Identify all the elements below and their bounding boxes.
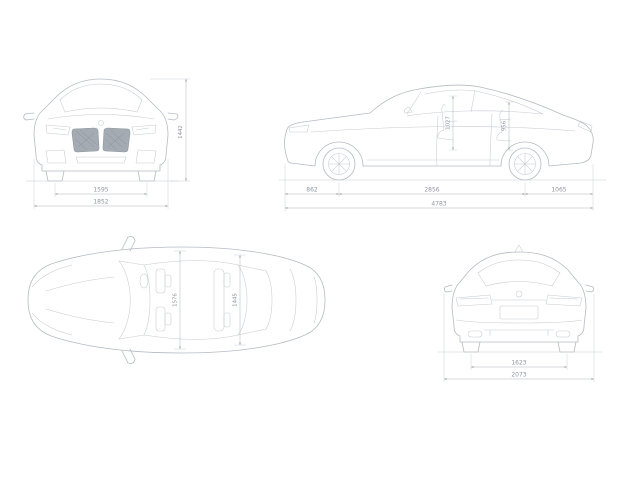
top-dimensions: 1576 1445 (173, 250, 246, 350)
overall-length-label: 4783 (431, 201, 446, 208)
rear-mirror-right (585, 284, 595, 293)
kidney-grille-right (102, 127, 131, 153)
windshield-base (118, 260, 131, 340)
license-plate (499, 305, 539, 320)
cabin-width-front-label: 1576 (173, 293, 179, 307)
car-top-details (31, 260, 318, 340)
front-intake-right (135, 149, 157, 164)
top-mirror-left (121, 236, 136, 252)
side-taillight (577, 120, 593, 133)
front-track-width-label: 1595 (93, 187, 108, 194)
bmw-roundel-icon (98, 120, 104, 126)
top-mirror-right (121, 348, 136, 364)
rear-track-width-label: 1623 (511, 360, 526, 367)
headlight-right (131, 124, 157, 136)
top-view: 1576 1445 (27, 236, 326, 364)
door-cut-rear (489, 113, 493, 166)
rear-window-edge (237, 264, 248, 336)
taillight-left (455, 294, 493, 307)
car-side-outline (278, 84, 607, 181)
rear-view: 1623 2073 (437, 244, 603, 382)
front-overhang-label: 862 (306, 187, 318, 194)
seat-rear-outline (496, 109, 512, 142)
car-rear-outline (437, 244, 603, 353)
car-front-details (45, 120, 157, 164)
car-side-details (288, 89, 593, 166)
exhaust-left (467, 330, 483, 338)
steering-wheel (139, 273, 149, 289)
wheelbase-label: 2856 (424, 187, 439, 194)
seat-rear-bench (213, 268, 225, 332)
cabin-width-rear-label: 1445 (233, 293, 239, 307)
rear-wheel-left (461, 341, 481, 353)
car-top-outline (27, 236, 326, 364)
rear-mirror-left (443, 284, 453, 293)
front-wheel-right (137, 170, 157, 182)
car-front-outline (23, 78, 179, 182)
side-view: 1027 956 862 2856 1065 4783 (278, 84, 607, 211)
headlight-left (45, 124, 71, 136)
front-dimensions: 1442 1595 1852 (33, 78, 190, 209)
front-mirror-right (167, 112, 179, 121)
seat-front-left (155, 268, 166, 294)
car-rear-details (455, 259, 583, 338)
taillight-right (545, 294, 583, 307)
front-wheel-left (45, 170, 65, 182)
side-mirror (404, 106, 413, 114)
front-lower-intake (75, 156, 127, 164)
front-intake-left (45, 149, 67, 164)
front-height-label: 1442 (178, 125, 184, 139)
kidney-grille-left (71, 127, 100, 153)
rear-overhang-label: 1065 (551, 187, 566, 194)
rear-width-mirrors-label: 2073 (511, 372, 526, 379)
antenna-fin (514, 244, 524, 253)
exhaust-right (555, 330, 571, 338)
front-overall-width-label: 1852 (93, 199, 108, 206)
bmw-roundel-icon (515, 290, 523, 298)
side-dimensions: 862 2856 1065 4783 (284, 164, 594, 211)
rear-wheel-right (557, 341, 577, 353)
seat-front-right (155, 306, 166, 332)
side-headlight (288, 124, 310, 133)
side-interior-dimensions: 1027 956 (446, 95, 513, 151)
interior-height-rear-label: 956 (502, 120, 508, 131)
front-view: 1442 1595 1852 (23, 78, 190, 209)
door-cut-front (436, 115, 439, 166)
front-mirror-left (23, 112, 35, 121)
seat-front-outline (437, 103, 454, 141)
interior-height-front-label: 1027 (446, 116, 452, 130)
rear-dimensions: 1623 2073 (443, 294, 595, 382)
